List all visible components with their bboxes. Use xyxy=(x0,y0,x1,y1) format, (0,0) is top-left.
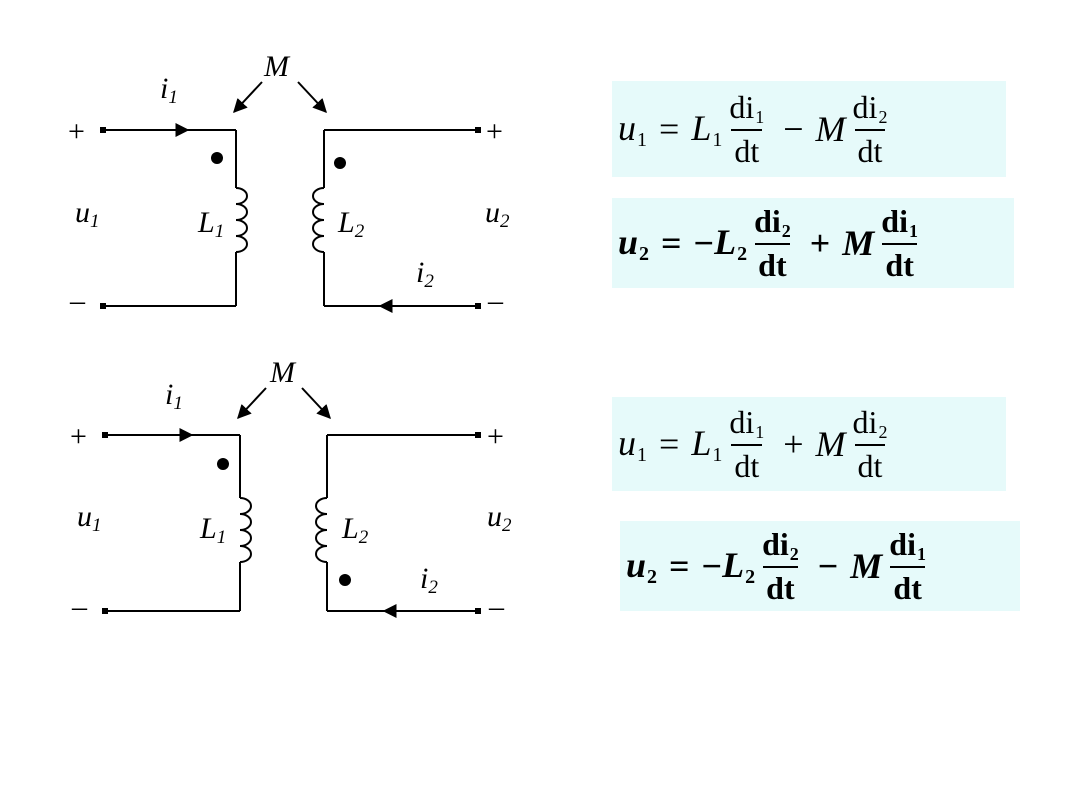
dot-marker-l2 xyxy=(334,157,346,169)
mutual-arrow-right xyxy=(297,81,327,114)
inductor-label-l2: L2 xyxy=(337,206,365,242)
equation-box-2: u2 = − L2 di2 dt + M di1 dt xyxy=(612,198,1014,288)
eq-fraction-1: di1 dt xyxy=(729,89,765,169)
terminal-bottom-right xyxy=(475,303,481,309)
current-label-i2: i2 xyxy=(416,256,434,292)
eq-lhs: u1 xyxy=(618,422,647,466)
eq-fraction-1: di1 dt xyxy=(729,404,765,484)
equation-u2-second: u2 = − L2 di2 dt − M di1 dt xyxy=(626,528,933,604)
eq-coef-l: L2 xyxy=(714,221,748,265)
current-label-i1: i1 xyxy=(165,378,183,414)
eq-lhs: u1 xyxy=(618,107,647,151)
equation-box-3: u1 = L1 di1 dt + M di2 dt xyxy=(612,397,1006,491)
mutual-arrow-left xyxy=(233,81,263,114)
plus-sign-left: + xyxy=(70,420,87,453)
eq-fraction-1: di2 dt xyxy=(762,526,799,606)
plus-sign-right: + xyxy=(486,115,503,148)
eq-coef-l: L1 xyxy=(691,107,723,151)
coil-l2 xyxy=(315,497,328,563)
dot-marker-l1 xyxy=(217,458,229,470)
coil-l1 xyxy=(235,187,248,253)
dot-marker-l1 xyxy=(211,152,223,164)
voltage-label-u2: u2 xyxy=(487,500,512,536)
terminal-top-left xyxy=(100,127,106,133)
minus-sign-left: – xyxy=(69,284,86,317)
terminal-bottom-right xyxy=(475,608,481,614)
circuit-2 xyxy=(105,387,478,618)
mutual-label: M xyxy=(263,50,291,83)
eq-equals: = xyxy=(669,546,690,586)
dot-marker-l2 xyxy=(339,574,351,586)
eq-fraction-2: di1 dt xyxy=(889,526,926,606)
eq-lhs: u2 xyxy=(626,544,658,588)
eq-operator: + xyxy=(783,424,804,464)
eq-coef-m: M xyxy=(850,546,883,586)
eq-c1-sign: − xyxy=(701,546,723,586)
equation-u1-second: u1 = L1 di1 dt + M di2 dt xyxy=(618,406,894,482)
eq-operator: − xyxy=(817,546,839,586)
current-label-i1: i1 xyxy=(160,72,178,108)
plus-sign-left: + xyxy=(68,115,85,148)
mutual-arrow-left xyxy=(237,387,267,420)
terminal-top-right xyxy=(475,432,481,438)
terminal-top-right xyxy=(475,127,481,133)
coil-l1 xyxy=(239,497,252,563)
minus-sign-left: – xyxy=(71,590,88,623)
terminal-bottom-left xyxy=(100,303,106,309)
inductor-label-l2: L2 xyxy=(341,512,369,548)
eq-equals: = xyxy=(659,424,680,464)
plus-sign-right: + xyxy=(487,420,504,453)
voltage-label-u1: u1 xyxy=(77,500,102,536)
mutual-label: M xyxy=(269,356,297,389)
voltage-label-u2: u2 xyxy=(485,196,510,232)
minus-sign-right: – xyxy=(487,284,504,317)
eq-coef-l: L2 xyxy=(722,544,756,588)
current-label-i2: i2 xyxy=(420,562,438,598)
eq-equals: = xyxy=(659,109,680,149)
eq-fraction-1: di2 dt xyxy=(754,203,791,283)
eq-fraction-2: di2 dt xyxy=(852,404,888,484)
circuit-1 xyxy=(103,81,478,313)
voltage-label-u1: u1 xyxy=(75,196,100,232)
equation-u1-first: u1 = L1 di1 dt − M di2 dt xyxy=(618,91,894,167)
terminal-top-left xyxy=(102,432,108,438)
eq-coef-m: M xyxy=(815,109,846,149)
eq-fraction-2: di2 dt xyxy=(852,89,888,169)
inductor-label-l1: L1 xyxy=(197,206,224,242)
eq-coef-l: L1 xyxy=(691,422,723,466)
eq-c1-sign: − xyxy=(693,223,715,263)
equation-u2-first: u2 = − L2 di2 dt + M di1 dt xyxy=(618,205,925,281)
eq-equals: = xyxy=(661,223,682,263)
equation-box-1: u1 = L1 di1 dt − M di2 dt xyxy=(612,81,1006,177)
eq-lhs: u2 xyxy=(618,221,650,265)
inductor-label-l1: L1 xyxy=(199,512,226,548)
terminal-bottom-left xyxy=(102,608,108,614)
eq-coef-m: M xyxy=(815,424,846,464)
minus-sign-right: – xyxy=(488,590,505,623)
eq-operator: − xyxy=(783,109,804,149)
coil-l2 xyxy=(312,187,325,253)
eq-fraction-2: di1 dt xyxy=(881,203,918,283)
mutual-arrow-right xyxy=(301,387,331,420)
eq-operator: + xyxy=(809,223,831,263)
eq-coef-m: M xyxy=(842,223,875,263)
equation-box-4: u2 = − L2 di2 dt − M di1 dt xyxy=(620,521,1020,611)
